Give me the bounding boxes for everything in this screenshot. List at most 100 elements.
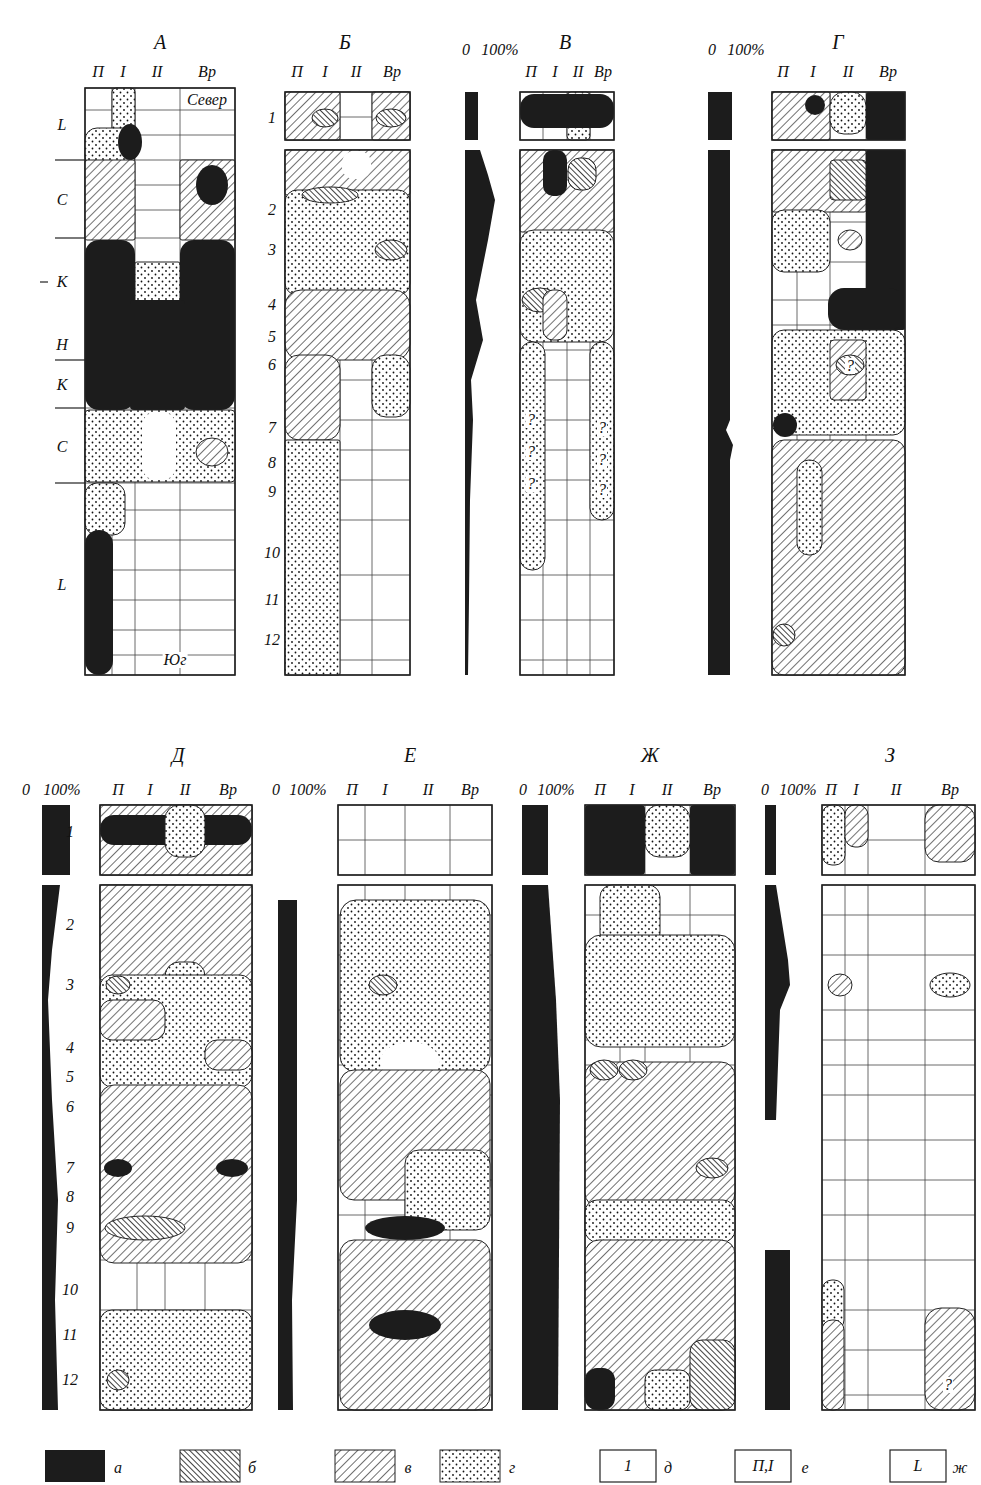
label: П,I	[752, 1458, 775, 1474]
label: 4	[65, 1040, 75, 1056]
label: Вр	[593, 64, 613, 80]
panel-letter: Е	[403, 745, 417, 765]
label: П	[776, 64, 790, 80]
label: 8	[65, 1189, 75, 1205]
legend-text: е	[800, 1460, 809, 1476]
label: II	[350, 64, 363, 80]
label: Вр	[197, 64, 217, 80]
label: I	[551, 64, 558, 80]
legend-sample	[735, 1450, 791, 1482]
panel-letter: Д	[171, 745, 186, 765]
panel-letter: А	[153, 32, 167, 52]
label: 1	[623, 1458, 633, 1474]
label: 12	[61, 1372, 79, 1388]
label: I	[628, 782, 635, 798]
label: ?	[845, 358, 855, 374]
legend-text: ж	[952, 1460, 969, 1476]
label: 0	[461, 42, 471, 58]
label: II	[890, 782, 903, 798]
label: 6	[65, 1099, 75, 1115]
label: I	[146, 782, 153, 798]
label: 5	[267, 329, 277, 345]
panel-letter: Г	[831, 32, 844, 52]
panel-letter: Ж	[640, 745, 660, 765]
label: Вр	[460, 782, 480, 798]
legend-text: в	[404, 1460, 413, 1476]
legend-sample	[335, 1450, 395, 1482]
label: 6	[267, 357, 277, 373]
label: 1	[65, 824, 75, 840]
label: 0	[707, 42, 717, 58]
label: 100%	[288, 782, 327, 798]
label: 0	[518, 782, 528, 798]
label: П	[111, 782, 125, 798]
label: I	[119, 64, 126, 80]
label: L	[913, 1458, 924, 1474]
label: Вр	[702, 782, 722, 798]
label: I	[381, 782, 388, 798]
label: 1	[267, 110, 277, 126]
label: II	[151, 64, 164, 80]
label: 4	[267, 297, 277, 313]
label: ?	[597, 452, 607, 468]
legend-sample	[440, 1450, 500, 1482]
label: L	[57, 577, 68, 593]
legend-text: а	[113, 1460, 123, 1476]
label: П	[345, 782, 359, 798]
label: С	[56, 192, 69, 208]
legend-sample	[600, 1450, 656, 1482]
label: П	[91, 64, 105, 80]
label: П	[524, 64, 538, 80]
label: П	[593, 782, 607, 798]
label: 2	[65, 917, 75, 933]
label: ?	[526, 476, 536, 492]
legend-swatch	[45, 1450, 105, 1482]
label: I	[321, 64, 328, 80]
label: 9	[267, 484, 277, 500]
label: 0	[760, 782, 770, 798]
label: 5	[65, 1069, 75, 1085]
label: 11	[264, 592, 281, 608]
label: II	[422, 782, 435, 798]
panel-letter: Б	[338, 32, 352, 52]
label: Вр	[382, 64, 402, 80]
label: С	[56, 439, 69, 455]
label: Вр	[940, 782, 960, 798]
label: II	[572, 64, 585, 80]
label: II	[842, 64, 855, 80]
legend-text: г	[508, 1460, 516, 1476]
label: 2	[267, 202, 277, 218]
panel-letter: В	[558, 32, 572, 52]
label: Север	[186, 92, 228, 108]
label: Вр	[218, 782, 238, 798]
label: ?	[526, 412, 536, 428]
label: ?	[597, 482, 607, 498]
legend-sample	[180, 1450, 240, 1482]
label: II	[179, 782, 192, 798]
label: Вр	[878, 64, 898, 80]
label: ?	[943, 1377, 953, 1393]
label: I	[809, 64, 816, 80]
label: 100%	[536, 782, 575, 798]
label: 100%	[42, 782, 81, 798]
label: 7	[267, 420, 277, 436]
label: 7	[65, 1160, 75, 1176]
label: П	[290, 64, 304, 80]
label: 0	[21, 782, 31, 798]
label: 10	[61, 1282, 79, 1298]
label: L	[57, 117, 68, 133]
label: ?	[597, 420, 607, 436]
label: 0	[271, 782, 281, 798]
label: 12	[263, 632, 281, 648]
label: П	[824, 782, 838, 798]
legend-text: б	[247, 1460, 257, 1476]
label: II	[661, 782, 674, 798]
label: 3	[65, 977, 75, 993]
label: К	[56, 377, 69, 393]
legend-text: д	[663, 1460, 673, 1476]
legend-sample	[890, 1450, 946, 1482]
label: 9	[65, 1220, 75, 1236]
label: К	[56, 274, 69, 290]
